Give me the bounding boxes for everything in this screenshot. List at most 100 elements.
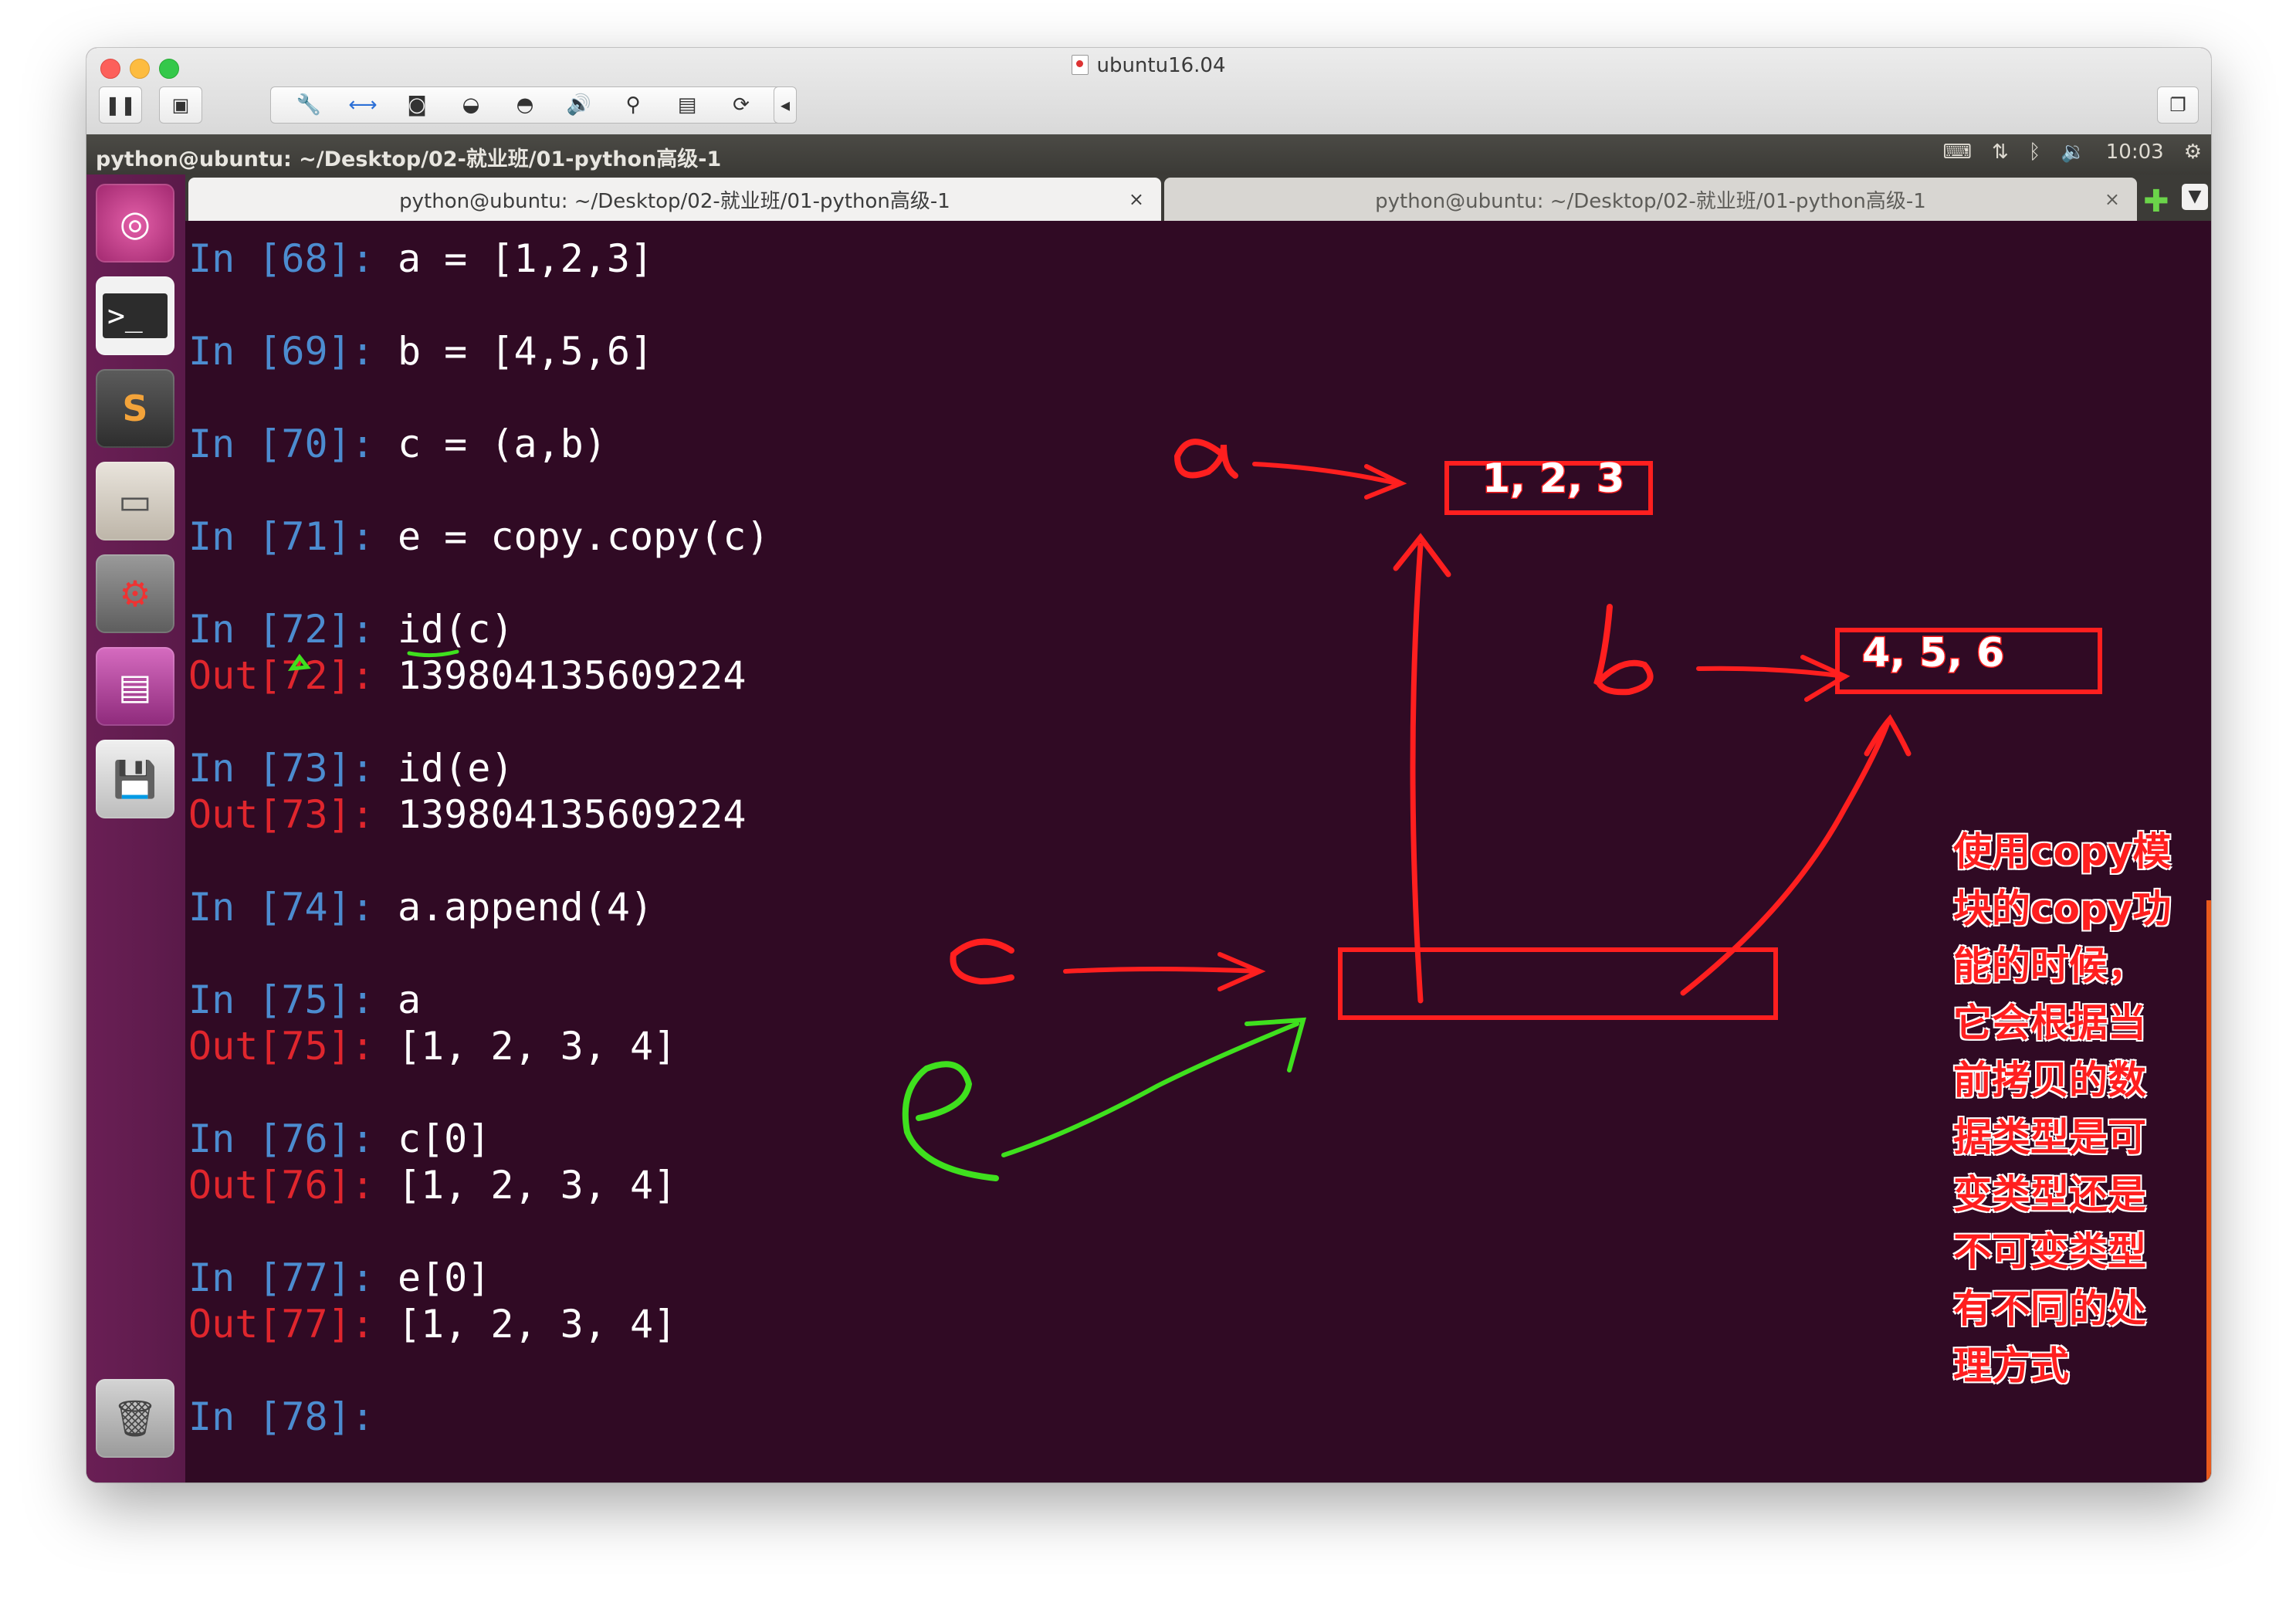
- wrench-icon[interactable]: 🔧: [296, 93, 322, 117]
- bluetooth-icon[interactable]: ᛒ: [2028, 141, 2041, 164]
- input-line: In [77]: e[0]: [188, 1255, 490, 1300]
- ubuntu-top-panel: python@ubuntu: ~/Desktop/02-就业班/01-pytho…: [86, 134, 2211, 174]
- input-line: In [74]: a.append(4): [188, 885, 653, 930]
- code-text: c[0]: [397, 1116, 491, 1161]
- snapshot-button[interactable]: ▣: [159, 86, 202, 124]
- input-line: In [78]:: [188, 1394, 398, 1439]
- speaker-icon[interactable]: 🔊: [566, 93, 592, 117]
- terminal-scrollbar[interactable]: [2206, 900, 2211, 1482]
- annotation-note: 使用copy模块的copy功能的时候，它会根据当前拷贝的数据类型是可变类型还是不…: [1953, 823, 2200, 1394]
- arrow-c-head: [1217, 952, 1266, 991]
- arrow-tuple-to-a-head: [1393, 533, 1451, 578]
- arrow-b-shaft: [1696, 666, 1847, 679]
- trash-icon[interactable]: 🗑: [96, 1379, 174, 1458]
- arrow-e-shaft: [1001, 1022, 1299, 1157]
- in-prompt: In [75]:: [188, 977, 398, 1022]
- terminal-icon[interactable]: >_: [96, 276, 174, 355]
- green-triangle-mark: [287, 653, 311, 672]
- fullscreen-button[interactable]: ❐: [2157, 86, 2199, 124]
- green-underline-mark: [407, 649, 459, 658]
- code-text: c = (a,b): [397, 422, 607, 466]
- toolbar-collapse-button[interactable]: ◂: [774, 86, 797, 124]
- annotation-note-line: 据类型是可: [1953, 1115, 2146, 1160]
- in-prompt: In [69]:: [188, 329, 398, 374]
- annotation-note-line: 它会根据当: [1953, 1001, 2146, 1045]
- code-text: e[0]: [397, 1255, 491, 1300]
- handwritten-c: [950, 938, 1014, 985]
- input-line: In [75]: a: [188, 977, 421, 1022]
- unity-launcher: ◎ >_ S ▭ ⚙ ▤ 💾 🗑: [86, 174, 186, 1482]
- output-text: [1, 2, 3, 4]: [397, 1302, 677, 1347]
- out-prompt: Out[73]:: [188, 792, 398, 837]
- minimize-window-button[interactable]: [130, 59, 150, 79]
- input-line: In [68]: a = [1,2,3]: [188, 236, 653, 281]
- in-prompt: In [73]:: [188, 746, 398, 791]
- output-line: Out[72]: 139804135609224: [188, 653, 746, 698]
- input-line: In [70]: c = (a,b): [188, 422, 607, 466]
- printer-icon[interactable]: ◓: [516, 93, 534, 117]
- input-line: In [73]: id(e): [188, 746, 513, 791]
- arrow-c-shaft: [1063, 967, 1261, 974]
- arrow-tuple-to-b-head: [1864, 714, 1912, 757]
- window-title-text: ubuntu16.04: [1096, 54, 1226, 77]
- output-text: 139804135609224: [397, 653, 747, 698]
- in-prompt: In [74]:: [188, 885, 398, 930]
- new-tab-plus-icon[interactable]: ✚: [2143, 184, 2169, 219]
- gear-icon[interactable]: ⚙: [2183, 141, 2202, 164]
- app-window-icon[interactable]: ▤: [96, 647, 174, 726]
- arrow-a-head: [1364, 464, 1407, 500]
- vm-toolbar: 🔧 ⟷ ◙ ◒ ◓ 🔊 ⚲ ▤ ⟳: [270, 86, 784, 124]
- annotation-note-line: 不可变类型: [1953, 1229, 2146, 1274]
- mac-titlebar: ubuntu16.04 ❚❚ ▣ 🔧 ⟷ ◙ ◒ ◓ 🔊 ⚲ ▤ ⟳ ◂ ❐: [86, 48, 2211, 135]
- arrow-b-head: [1800, 655, 1851, 702]
- chevron-left-icon: ◂: [780, 94, 791, 116]
- tab-close-button[interactable]: ×: [1128, 188, 1144, 210]
- usb-icon[interactable]: ⚲: [625, 93, 641, 117]
- ubuntu-dash-icon[interactable]: ◎: [96, 184, 174, 263]
- input-line: In [71]: e = copy.copy(c): [188, 514, 770, 559]
- arrow-e-head: [1245, 1017, 1307, 1072]
- vm-document-icon: [1072, 55, 1089, 75]
- annotation-note-line: 能的时候，: [1953, 944, 2146, 988]
- box-b: [1835, 628, 2102, 694]
- network-icon[interactable]: ⇅: [1991, 141, 2009, 164]
- floppy-drive-icon[interactable]: 💾: [96, 740, 174, 818]
- sync-icon[interactable]: ⟳: [733, 93, 750, 117]
- floppy-icon[interactable]: ▤: [677, 93, 697, 117]
- panel-title: python@ubuntu: ~/Desktop/02-就业班/01-pytho…: [96, 147, 722, 171]
- annotation-note-line: 使用copy模: [1953, 829, 2172, 874]
- tab-terminal-1[interactable]: python@ubuntu: ~/Desktop/02-就业班/01-pytho…: [188, 178, 1161, 221]
- terminal-body[interactable]: In [68]: a = [1,2,3]In [69]: b = [4,5,6]…: [185, 221, 2211, 1482]
- in-prompt: In [76]:: [188, 1116, 398, 1161]
- output-line: Out[77]: [1, 2, 3, 4]: [188, 1302, 676, 1347]
- handwritten-e: [902, 1061, 999, 1181]
- pause-icon: ❚❚: [104, 94, 137, 116]
- volume-icon[interactable]: 🔉: [2061, 141, 2086, 164]
- close-window-button[interactable]: [100, 59, 120, 79]
- tab-menu-chevron-down-icon[interactable]: ▼: [2182, 184, 2208, 210]
- output-line: Out[73]: 139804135609224: [188, 792, 746, 837]
- pause-button[interactable]: ❚❚: [99, 86, 142, 124]
- output-line: Out[76]: [1, 2, 3, 4]: [188, 1163, 676, 1208]
- sublime-text-icon[interactable]: S: [96, 369, 174, 448]
- output-text: [1, 2, 3, 4]: [397, 1024, 677, 1069]
- network-arrows-icon[interactable]: ⟷: [348, 93, 378, 117]
- annotation-note-line: 理方式: [1953, 1343, 2069, 1388]
- in-prompt: In [78]:: [188, 1394, 398, 1439]
- settings-icon[interactable]: ⚙: [96, 554, 174, 633]
- camera-icon[interactable]: ◒: [462, 93, 480, 117]
- arrow-tuple-to-a: [1410, 542, 1424, 1004]
- out-prompt: Out[76]:: [188, 1163, 398, 1208]
- files-icon[interactable]: ▭: [96, 462, 174, 540]
- disk-icon[interactable]: ◙: [407, 93, 427, 117]
- keyboard-icon[interactable]: ⌨: [1942, 141, 1972, 164]
- out-prompt: Out[72]:: [188, 653, 398, 698]
- tab-close-button[interactable]: ×: [2104, 188, 2120, 210]
- tab-terminal-2[interactable]: python@ubuntu: ~/Desktop/02-就业班/01-pytho…: [1164, 178, 2137, 221]
- code-text: e = copy.copy(c): [397, 514, 770, 559]
- code-text: id(e): [397, 746, 514, 791]
- in-prompt: In [72]:: [188, 607, 398, 652]
- clock[interactable]: 10:03: [2105, 141, 2164, 164]
- zoom-window-button[interactable]: [159, 59, 179, 79]
- snapshot-icon: ▣: [171, 94, 190, 116]
